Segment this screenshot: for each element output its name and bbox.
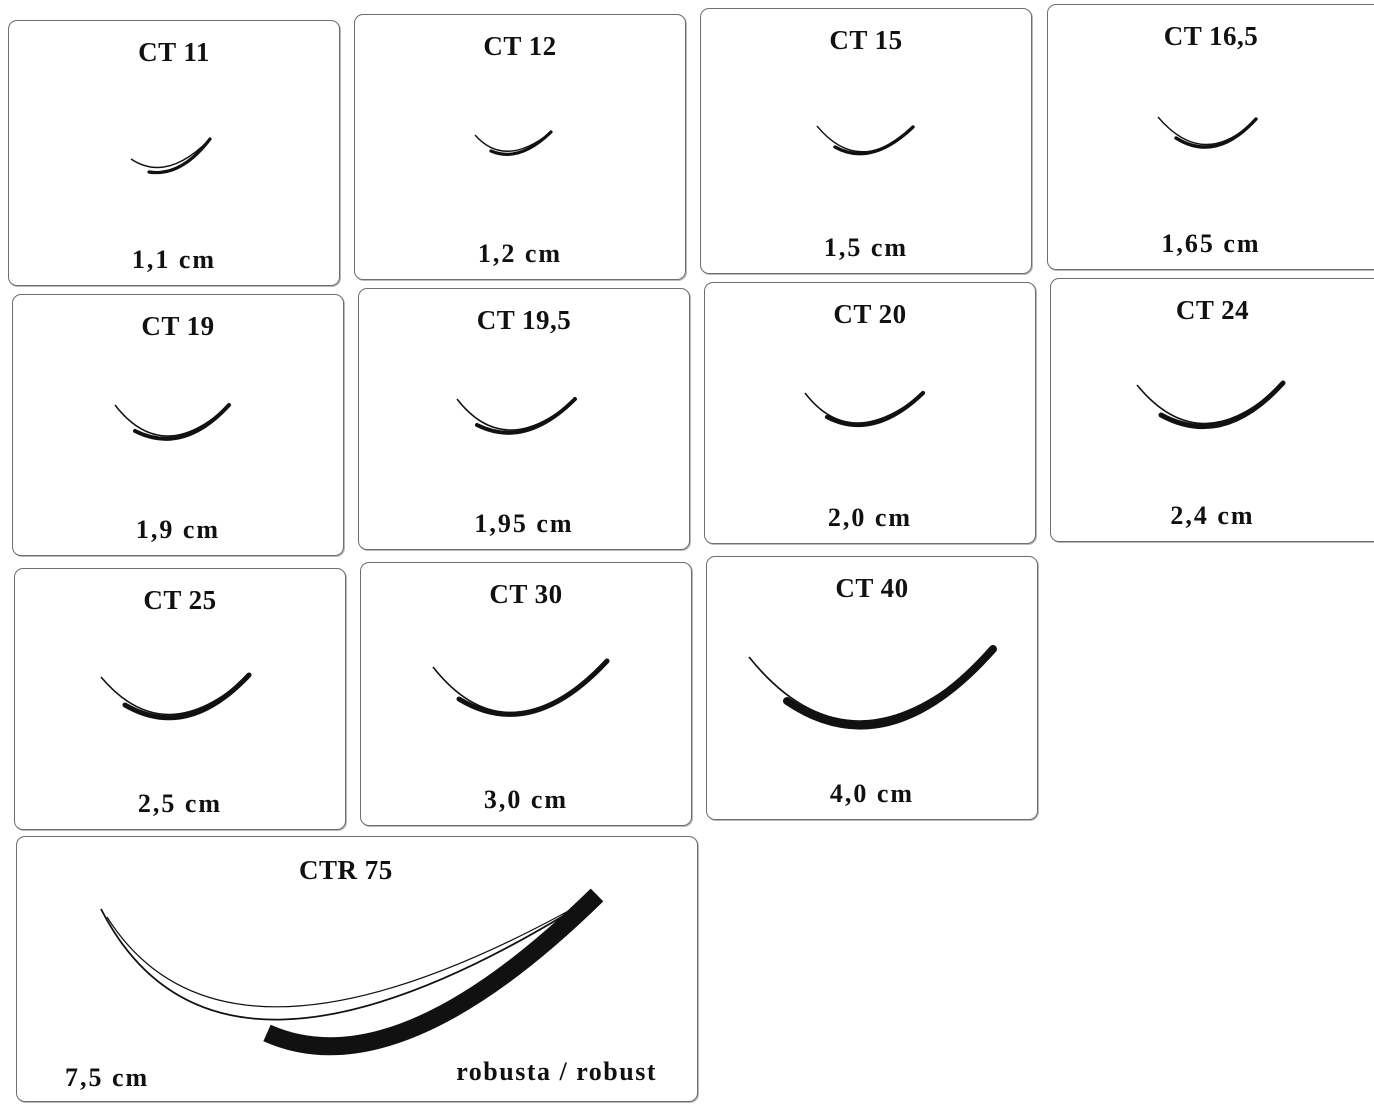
needle-curve-icon [100,672,252,721]
robust-note: robusta / robust [456,1057,657,1086]
needle-curve-icon [456,397,577,435]
needle-size: 1,9 cm [135,515,221,544]
needle-curve-icon [816,125,915,156]
needle-card: CT 24 2,4 cm [1050,278,1374,542]
needle-card: CT 12 1,2 cm [354,14,686,280]
needle-size: 1,95 cm [474,509,574,538]
needle-name: CT 20 [833,299,907,329]
needle-card: CT 19 1,9 cm [12,294,344,556]
needle-curve-icon [1157,116,1258,149]
needle-curve-icon [114,403,231,441]
needle-size: 2,5 cm [137,789,223,818]
needle-name: CT 15 [829,25,903,55]
needle-curve-icon [432,658,610,717]
needle-name: CT 12 [483,31,557,61]
large-needle-curve-icon [100,888,604,1056]
needle-size: 4,0 cm [829,779,915,808]
needle-name: CT 24 [1175,295,1250,325]
needle-card: CT 25 2,5 cm [14,568,346,830]
needle-curve-icon [748,645,997,730]
needle-size: 1,1 cm [131,245,217,274]
needle-card: CT 16,5 1,65 cm [1047,4,1374,270]
needle-curve-icon [804,390,926,428]
needle-size: 7,5 cm [65,1063,150,1092]
needle-name: CT 11 [138,37,210,67]
needle-card: CT 11 1,1 cm [8,20,340,286]
needle-curve-icon [130,137,212,175]
needle-card: CT 20 2,0 cm [704,282,1036,544]
needle-size: 2,4 cm [1170,501,1255,530]
needle-size: 1,2 cm [477,239,563,268]
needle-name: CT 40 [835,573,909,603]
needle-card: CT 19,5 1,95 cm [358,288,690,550]
needle-size: 1,65 cm [1161,229,1261,258]
needle-card: CT 30 3,0 cm [360,562,692,826]
needle-name: CT 30 [489,579,563,609]
needle-curve-icon [1136,380,1286,429]
needle-card: CT 40 4,0 cm [706,556,1038,820]
needle-name: CT 25 [143,585,217,615]
needle-name: CT 19,5 [476,305,572,335]
needle-size: 3,0 cm [483,785,569,814]
needle-card: CT 15 1,5 cm [700,8,1032,274]
large-needle-card: CTR 75 7,5 cm robusta / robust [16,836,698,1102]
needle-name: CTR 75 [299,855,393,885]
needle-size: 1,5 cm [823,233,909,262]
needle-name: CT 19 [141,311,215,341]
needle-size: 2,0 cm [827,503,913,532]
needle-name: CT 16,5 [1163,21,1259,51]
needle-curve-icon [474,130,553,156]
